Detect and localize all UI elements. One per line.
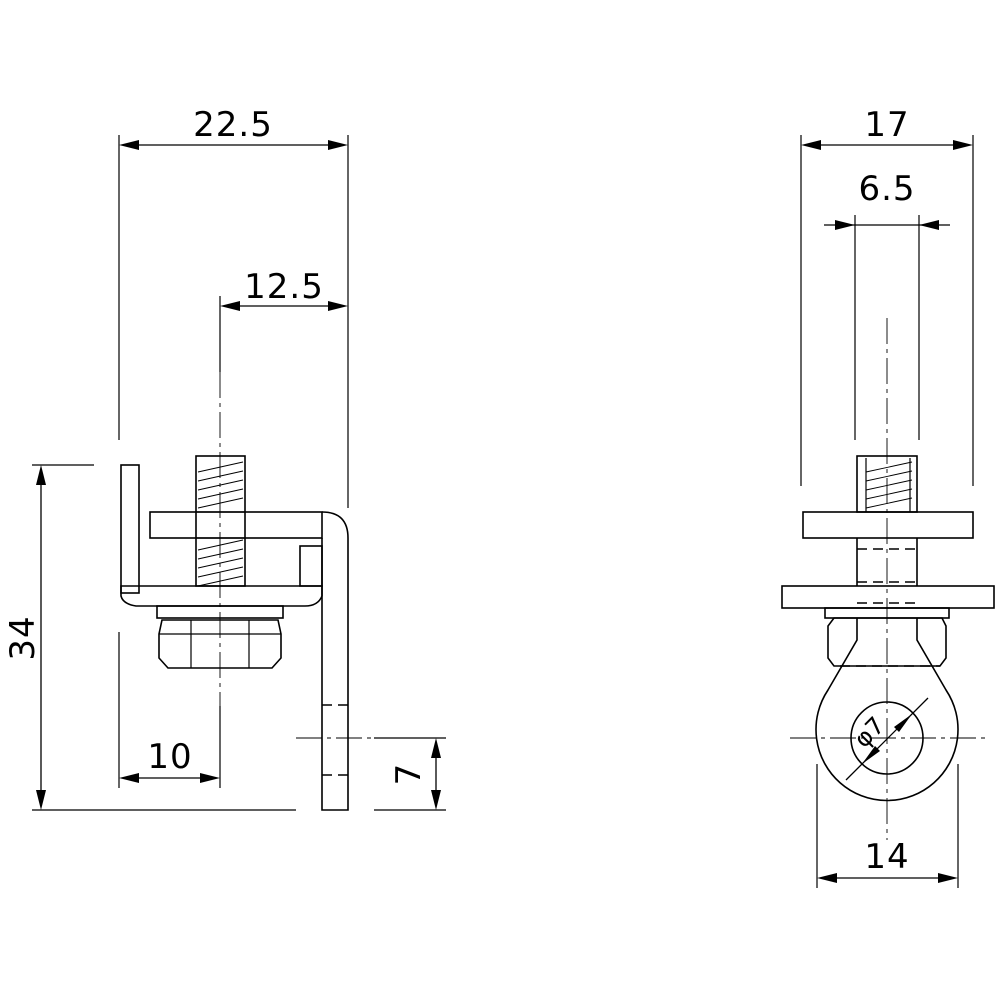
front-view: 22.5 12.5 10 34 7 bbox=[3, 105, 446, 811]
dim-hole-diameter: φ7 bbox=[848, 711, 890, 753]
thread-lower bbox=[197, 539, 244, 587]
side-base-plate bbox=[781, 585, 995, 609]
left-bracket-plate bbox=[120, 464, 140, 594]
dim-eye-width: 14 bbox=[864, 837, 909, 877]
bolt-shank bbox=[195, 455, 246, 587]
hex-nut bbox=[158, 619, 282, 669]
dim-overall-height: 34 bbox=[3, 615, 43, 660]
dim-bolt-offset: 12.5 bbox=[244, 267, 324, 307]
dim-bolt-width: 6.5 bbox=[858, 169, 915, 209]
dim-hole-spacing: 7 bbox=[389, 763, 429, 786]
side-upper-plate bbox=[802, 511, 974, 539]
dim-side-width: 17 bbox=[864, 105, 909, 145]
side-view: φ7 17 6.5 14 bbox=[781, 105, 995, 888]
dim-bracket-to-bolt: 10 bbox=[147, 737, 192, 777]
bracket-block bbox=[299, 545, 323, 587]
thread-upper bbox=[197, 461, 244, 509]
l-bracket bbox=[321, 511, 349, 811]
dim-overall-width: 22.5 bbox=[193, 105, 273, 145]
side-thread bbox=[865, 458, 913, 512]
base-plate bbox=[120, 585, 323, 607]
upper-plate bbox=[149, 511, 323, 539]
